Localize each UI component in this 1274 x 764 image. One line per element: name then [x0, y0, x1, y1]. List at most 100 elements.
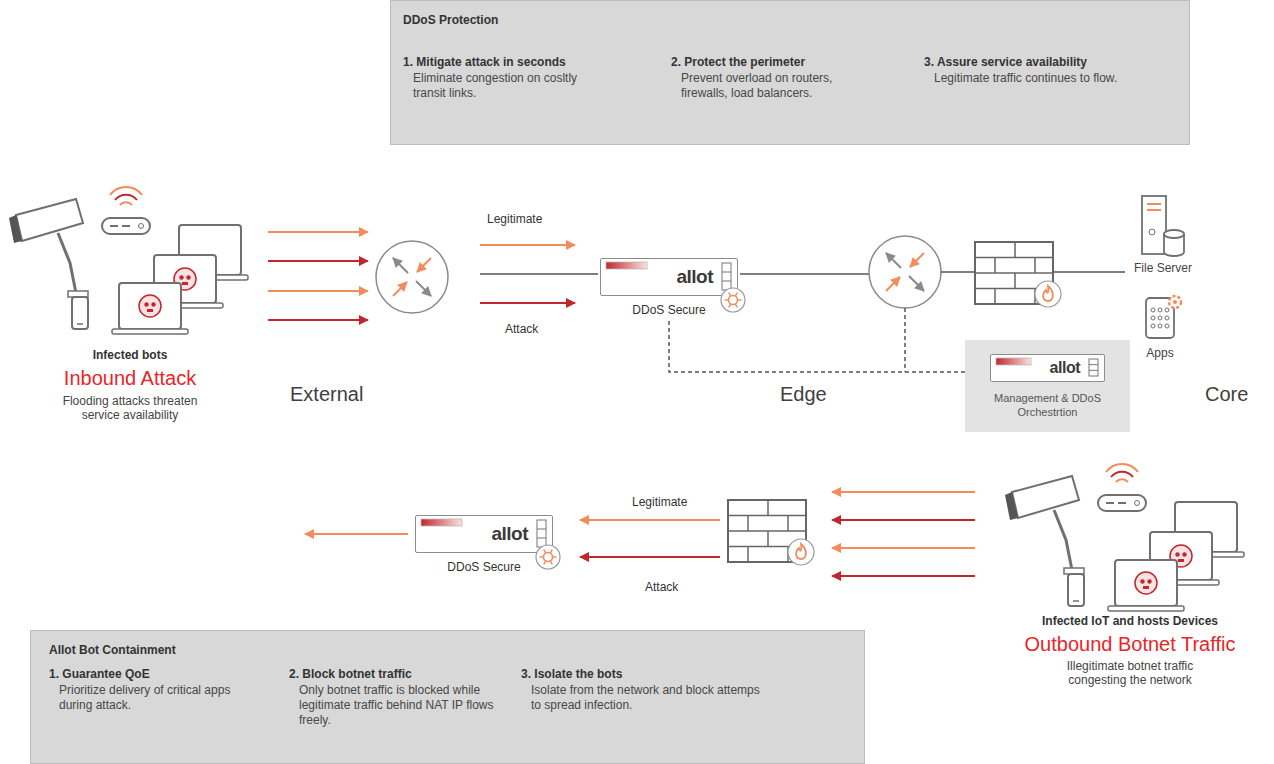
laptop-screen — [1115, 560, 1177, 606]
skull-badge — [1135, 572, 1157, 594]
brick-joint — [747, 516, 749, 532]
annotation: Legitimate — [487, 212, 542, 226]
brick-joint — [1014, 273, 1016, 289]
annotation: Flooding attacks threaten service availa… — [50, 394, 210, 423]
skull-badge — [139, 295, 161, 317]
panel-caption: Management & DDoS Orchestrtion — [985, 392, 1110, 420]
vent-line — [722, 280, 731, 281]
annotation: Illegitimate botnet traffic congesting t… — [1043, 659, 1218, 688]
router-led — [1106, 502, 1114, 504]
appliance-body: allot — [600, 258, 738, 296]
network-spoke — [550, 560, 552, 563]
security-badge — [536, 545, 560, 569]
panel-heading: 3. Assure service availability — [924, 55, 1087, 70]
flow-arrow — [832, 491, 975, 493]
wifi-wave — [110, 187, 142, 195]
smartphone — [72, 297, 88, 329]
annotation: Attack — [645, 580, 678, 594]
flame-icon — [1043, 286, 1053, 301]
zone-title: External — [290, 382, 363, 406]
skull-eye — [1147, 579, 1151, 583]
router-symbol — [376, 241, 448, 313]
panel-body: Prevent overload on routers, firewalls, … — [681, 71, 881, 101]
vent-grid — [537, 520, 546, 547]
infected-devices — [1005, 464, 1244, 611]
camera-lens — [9, 215, 22, 243]
panel-heading: 2. Block botnet traffic — [289, 667, 412, 682]
link-line — [480, 273, 598, 275]
camera-stand — [1054, 510, 1072, 570]
security-badge — [721, 288, 745, 312]
network-hub — [543, 552, 552, 561]
brand-mark: allot — [991, 355, 1104, 380]
server-slot — [1147, 203, 1161, 205]
app-gear-hub — [1173, 300, 1177, 304]
appliance-art — [415, 515, 553, 553]
flow-arrow — [268, 319, 368, 321]
server-slot — [1147, 209, 1161, 211]
brick-joint — [975, 257, 1053, 259]
router-circle — [376, 241, 448, 313]
feature-panel: DDoS Protection 1. Mitigate attack in sec… — [390, 0, 1190, 145]
router-arrow — [416, 281, 431, 296]
wifi-router — [102, 218, 150, 234]
brick-joint — [787, 516, 789, 532]
annotation: File Server — [1123, 261, 1203, 275]
router-arrow — [909, 276, 924, 291]
zone-title: Edge — [780, 382, 827, 406]
wifi-wave — [115, 195, 137, 200]
link-line — [904, 308, 906, 372]
router-led — [139, 224, 144, 229]
vent-line — [537, 528, 546, 529]
app-dot — [1158, 324, 1162, 328]
panel-heading: 1. Mitigate attack in seconds — [403, 55, 566, 70]
panel-heading: Allot Bot Containment — [49, 643, 176, 658]
router-arrow — [886, 253, 901, 268]
skull-eye — [1175, 552, 1179, 556]
skull-jaw — [182, 282, 188, 285]
app-dot — [1151, 324, 1155, 328]
skull-eye — [1140, 579, 1144, 583]
panel-body: Prioritize delivery of critical apps dur… — [59, 683, 259, 713]
appliance-body: allot — [990, 354, 1105, 382]
panel-heading: DDoS Protection — [403, 13, 498, 28]
appliance-box: allotDDoS Secure — [600, 258, 738, 317]
database-top — [1164, 230, 1184, 238]
camera-body — [16, 199, 83, 241]
flow-arrow — [268, 290, 368, 292]
brick-joint — [975, 272, 1053, 274]
brand-mark: allot — [601, 259, 737, 294]
appliance-box: allot — [990, 354, 1105, 382]
skull-jaw — [1143, 586, 1149, 589]
annotation: Legitimate — [632, 495, 687, 509]
router-led — [1135, 501, 1140, 506]
wifi-wave — [120, 202, 132, 205]
router-symbol — [869, 236, 941, 308]
firewall-symbol — [728, 500, 814, 565]
apps-icon — [1146, 296, 1181, 338]
group-heading: Infected bots — [20, 348, 240, 362]
annotation: Attack — [505, 322, 538, 336]
router-arrow — [393, 258, 408, 273]
management-panel: Management & DDoS Orchestrtion allot — [965, 340, 1130, 432]
skull-eye — [179, 275, 183, 279]
laptop-screen — [119, 283, 181, 329]
laptop-base — [112, 329, 188, 334]
network-spoke — [543, 560, 545, 563]
brick-joint — [728, 515, 806, 517]
camera-body — [1012, 476, 1079, 518]
router-led — [1118, 502, 1126, 504]
router-arrow — [910, 253, 924, 267]
phone-button — [1073, 600, 1079, 602]
infected-devices — [9, 187, 248, 334]
flow-arrow — [268, 231, 368, 233]
network-spoke — [735, 303, 737, 306]
brick-joint — [767, 500, 769, 516]
skull-eye — [151, 302, 155, 306]
panel-heading: 3. Isolate the bots — [521, 667, 622, 682]
camera-lens — [1005, 492, 1018, 520]
app-gear — [1169, 296, 1181, 308]
server-tower — [1142, 196, 1166, 254]
firewall-badge — [788, 539, 814, 565]
zone-title: Core — [1205, 382, 1248, 406]
